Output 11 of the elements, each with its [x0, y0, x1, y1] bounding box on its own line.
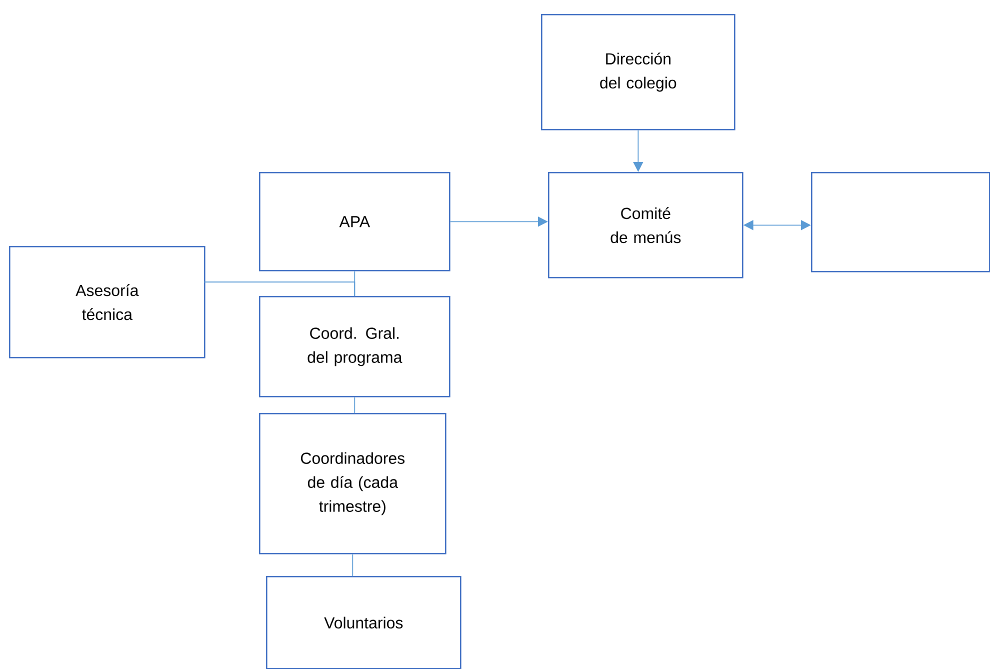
empty-box: [811, 172, 990, 272]
org-box: Coordinadores de día (cada trimestre): [259, 413, 446, 554]
connector: [354, 396, 356, 414]
org-box: Comité de menús: [548, 172, 744, 278]
connector: [352, 554, 354, 576]
org-box: Dirección del colegio: [541, 14, 736, 130]
org-box: Voluntarios: [266, 576, 462, 669]
org-box: Coord. Gral. del programa: [259, 296, 450, 398]
org-box: Asesoría técnica: [9, 246, 206, 358]
connector: [204, 282, 356, 296]
org-box: APA: [259, 172, 450, 272]
